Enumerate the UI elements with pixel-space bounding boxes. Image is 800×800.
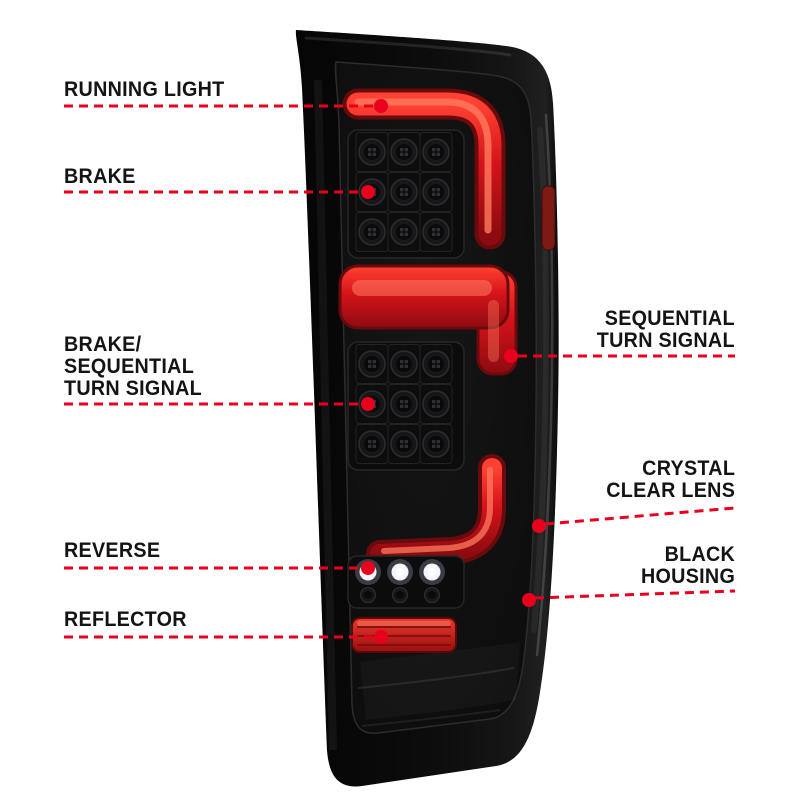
callout-label-sequential-turn-signal: SEQUENTIAL TURN SIGNAL — [597, 307, 735, 352]
side-marker-reflex — [541, 185, 556, 251]
reverse-leds — [347, 555, 465, 609]
lens-right-highlight — [535, 113, 554, 657]
lens-top-highlight — [304, 36, 512, 57]
callout-label-black-housing: BLACK HOUSING — [640, 543, 735, 588]
callout-label-reverse: REVERSE — [64, 539, 161, 562]
callout-dot-reflector — [374, 630, 388, 644]
callout-dots — [361, 99, 546, 644]
turn-signal-bar — [338, 264, 518, 376]
lens-right-sheen — [531, 127, 550, 633]
callout-label-reflector: REFLECTOR — [64, 608, 187, 631]
lower-light-bar — [366, 454, 506, 568]
callout-dot-running-light — [374, 99, 388, 113]
callout-dot-black-housing — [522, 593, 536, 607]
callout-label-running-light: RUNNING LIGHT — [64, 78, 225, 101]
callout-dot-reverse — [361, 561, 375, 575]
callout-label-brake: BRAKE — [64, 165, 136, 188]
brake-led-array — [347, 129, 465, 259]
callout-dot-brake — [361, 185, 375, 199]
lens-mold-line-1 — [357, 667, 515, 689]
lens-mold-line-2 — [361, 709, 501, 727]
tail-light — [295, 30, 559, 787]
running-light-bar — [342, 88, 506, 250]
callout-dot-sequential-turn-signal — [504, 349, 518, 363]
callout-label-brake-sequential-turn-signal: BRAKE/ SEQUENTIAL TURN SIGNAL — [64, 333, 202, 400]
callout-dot-brake-sequential — [361, 397, 375, 411]
callout-lines — [64, 104, 736, 639]
callout-dot-crystal-clear-lens — [532, 519, 546, 533]
reflector-bar — [351, 617, 457, 653]
sequential-led-array — [347, 341, 465, 471]
callout-line-crystal-clear-lens — [544, 506, 736, 526]
callout-line-black-housing — [534, 589, 736, 600]
callout-label-crystal-clear-lens: CRYSTAL CLEAR LENS — [606, 457, 735, 502]
